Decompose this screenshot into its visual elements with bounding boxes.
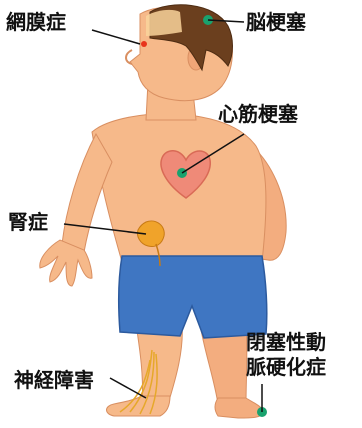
forehead-highlight bbox=[146, 10, 182, 36]
label-peripheral-arterial-disease: 閉塞性動 脈硬化症 bbox=[246, 330, 326, 380]
label-pad-line-2: 脈硬化症 bbox=[246, 355, 326, 380]
label-neuropathy: 神経障害 bbox=[14, 368, 94, 393]
label-myocardial-infarction: 心筋梗塞 bbox=[218, 102, 298, 127]
label-cerebral-infarction: 脳梗塞 bbox=[246, 10, 306, 35]
label-pad-line-1: 閉塞性動 bbox=[246, 330, 326, 355]
right-foot bbox=[215, 398, 264, 418]
label-nephropathy: 腎症 bbox=[8, 210, 48, 235]
shorts bbox=[119, 256, 267, 338]
label-retinopathy: 網膜症 bbox=[6, 10, 66, 35]
retinopathy-leader bbox=[92, 30, 140, 44]
eye bbox=[141, 41, 147, 47]
